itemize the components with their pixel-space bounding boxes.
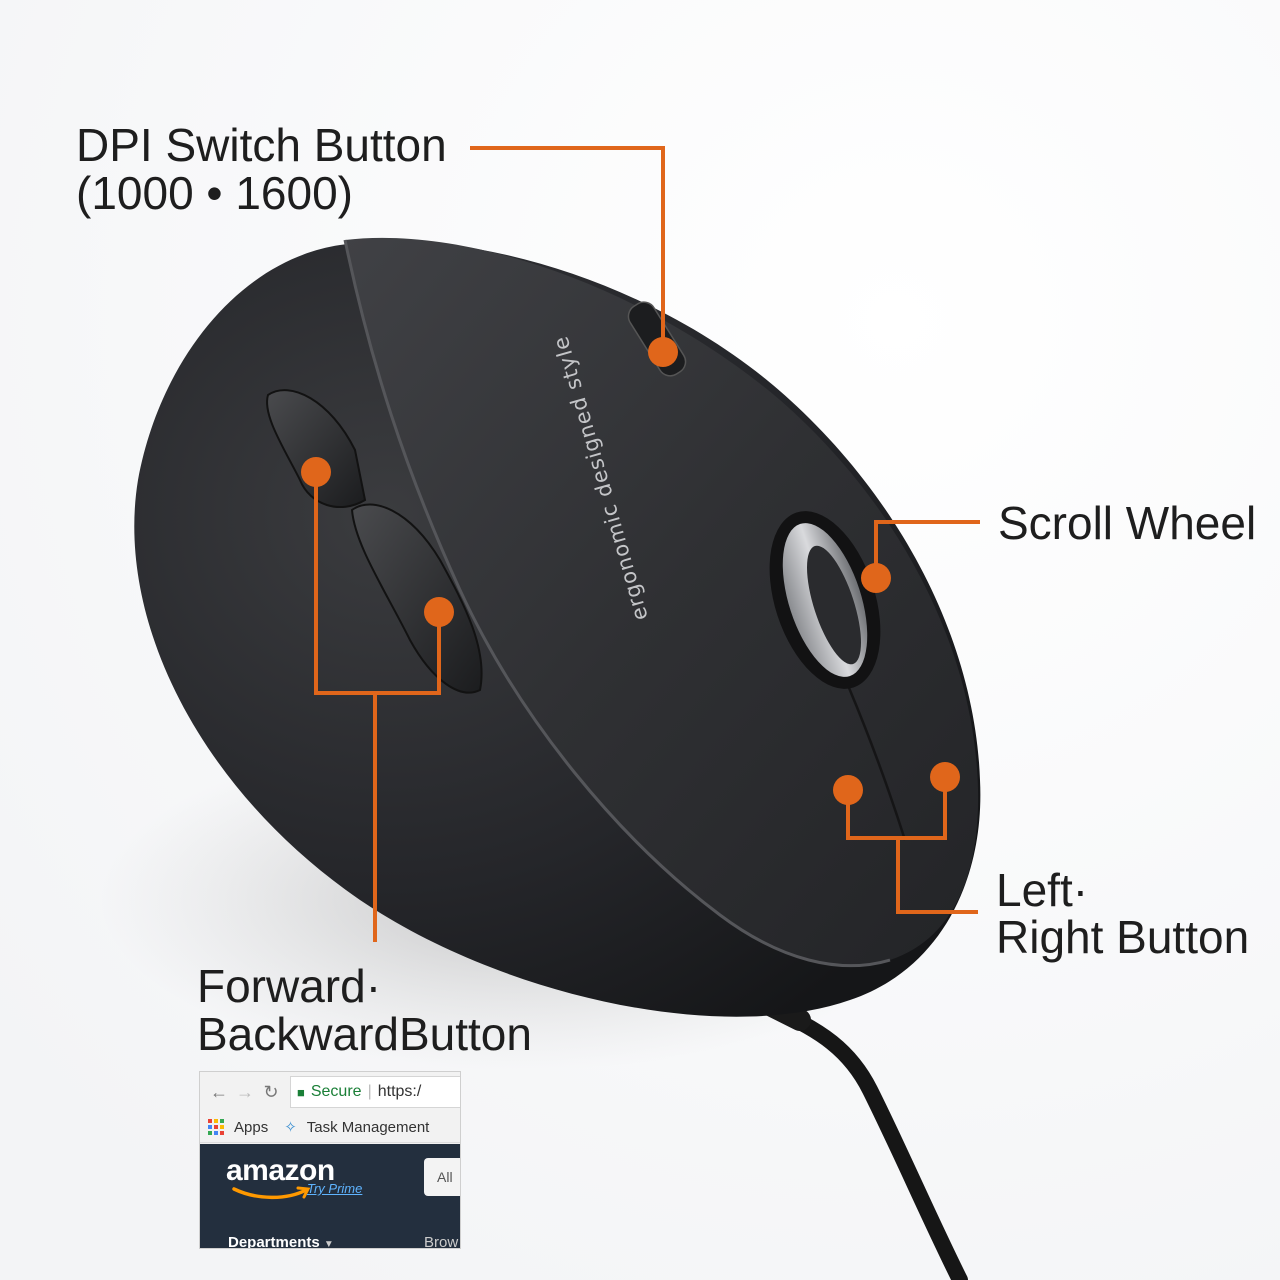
departments-label: Departments	[228, 1234, 320, 1249]
scroll-marker-dot	[861, 563, 891, 593]
dpi-leader	[470, 146, 665, 352]
side-buttons-bracket	[314, 472, 441, 695]
reload-icon[interactable]: ↻	[263, 1081, 279, 1102]
backward-button[interactable]	[350, 503, 483, 694]
amazon-header: amazon Try Prime All Departments ▼ Brow	[200, 1144, 460, 1248]
task-management-icon: ✧	[284, 1119, 297, 1136]
departments-menu[interactable]: Departments ▼	[228, 1234, 334, 1249]
dpi-label-line2: (1000 • 1600)	[76, 167, 353, 219]
address-bar[interactable]: ■ Secure | https:/	[290, 1076, 460, 1108]
search-scope-dropdown[interactable]: All	[424, 1158, 460, 1196]
chevron-down-icon: ▼	[323, 1239, 334, 1249]
scroll-leader	[874, 520, 980, 578]
scroll-wheel-label: Scroll Wheel	[998, 497, 1257, 549]
amazon-logo[interactable]: amazon	[226, 1154, 335, 1187]
left-button-marker-dot	[833, 775, 863, 805]
lock-icon: ■	[297, 1084, 305, 1100]
try-prime-link[interactable]: Try Prime	[307, 1181, 363, 1196]
forward-arrow-icon[interactable]: →	[236, 1081, 254, 1102]
backward-marker-dot	[424, 597, 454, 627]
apps-grid-icon[interactable]	[208, 1119, 224, 1135]
mouse-cable	[767, 1002, 968, 1280]
callout-lines	[314, 146, 980, 942]
secure-label: Secure	[310, 1083, 362, 1100]
browse-link[interactable]: Brow	[424, 1234, 459, 1249]
forward-backward-label-line2: BackwardButton	[197, 1008, 532, 1060]
browser-screenshot-inset: ← → ↻ ■ Secure | https:/ Apps ✧ Task Man…	[199, 1071, 461, 1249]
bookmarks-bar: Apps ✧ Task Management	[200, 1112, 460, 1143]
mouse-top-shell	[345, 237, 979, 966]
back-arrow-icon[interactable]: ←	[210, 1081, 228, 1102]
browser-toolbar: ← → ↻ ■ Secure | https:/	[200, 1072, 460, 1112]
dpi-label-line1: DPI Switch Button	[76, 119, 447, 171]
click-buttons-leader	[896, 838, 978, 914]
amazon-smile-icon	[232, 1186, 311, 1200]
left-right-label-line2: Right Button	[996, 911, 1250, 963]
forward-marker-dot	[301, 457, 331, 487]
forward-button[interactable]	[266, 389, 367, 509]
right-button-marker-dot	[930, 762, 960, 792]
left-right-label-line1: Left·	[996, 864, 1089, 916]
bookmark-apps[interactable]: Apps	[234, 1118, 269, 1136]
address-separator: |	[367, 1083, 372, 1100]
url-scheme: https:/	[377, 1083, 422, 1100]
bookmark-task-management[interactable]: Task Management	[306, 1118, 430, 1136]
forward-backward-label-line1: Forward·	[197, 960, 382, 1012]
dpi-marker-dot	[648, 337, 678, 367]
scroll-wheel[interactable]	[749, 497, 901, 703]
shell-edge-highlight	[343, 239, 891, 968]
